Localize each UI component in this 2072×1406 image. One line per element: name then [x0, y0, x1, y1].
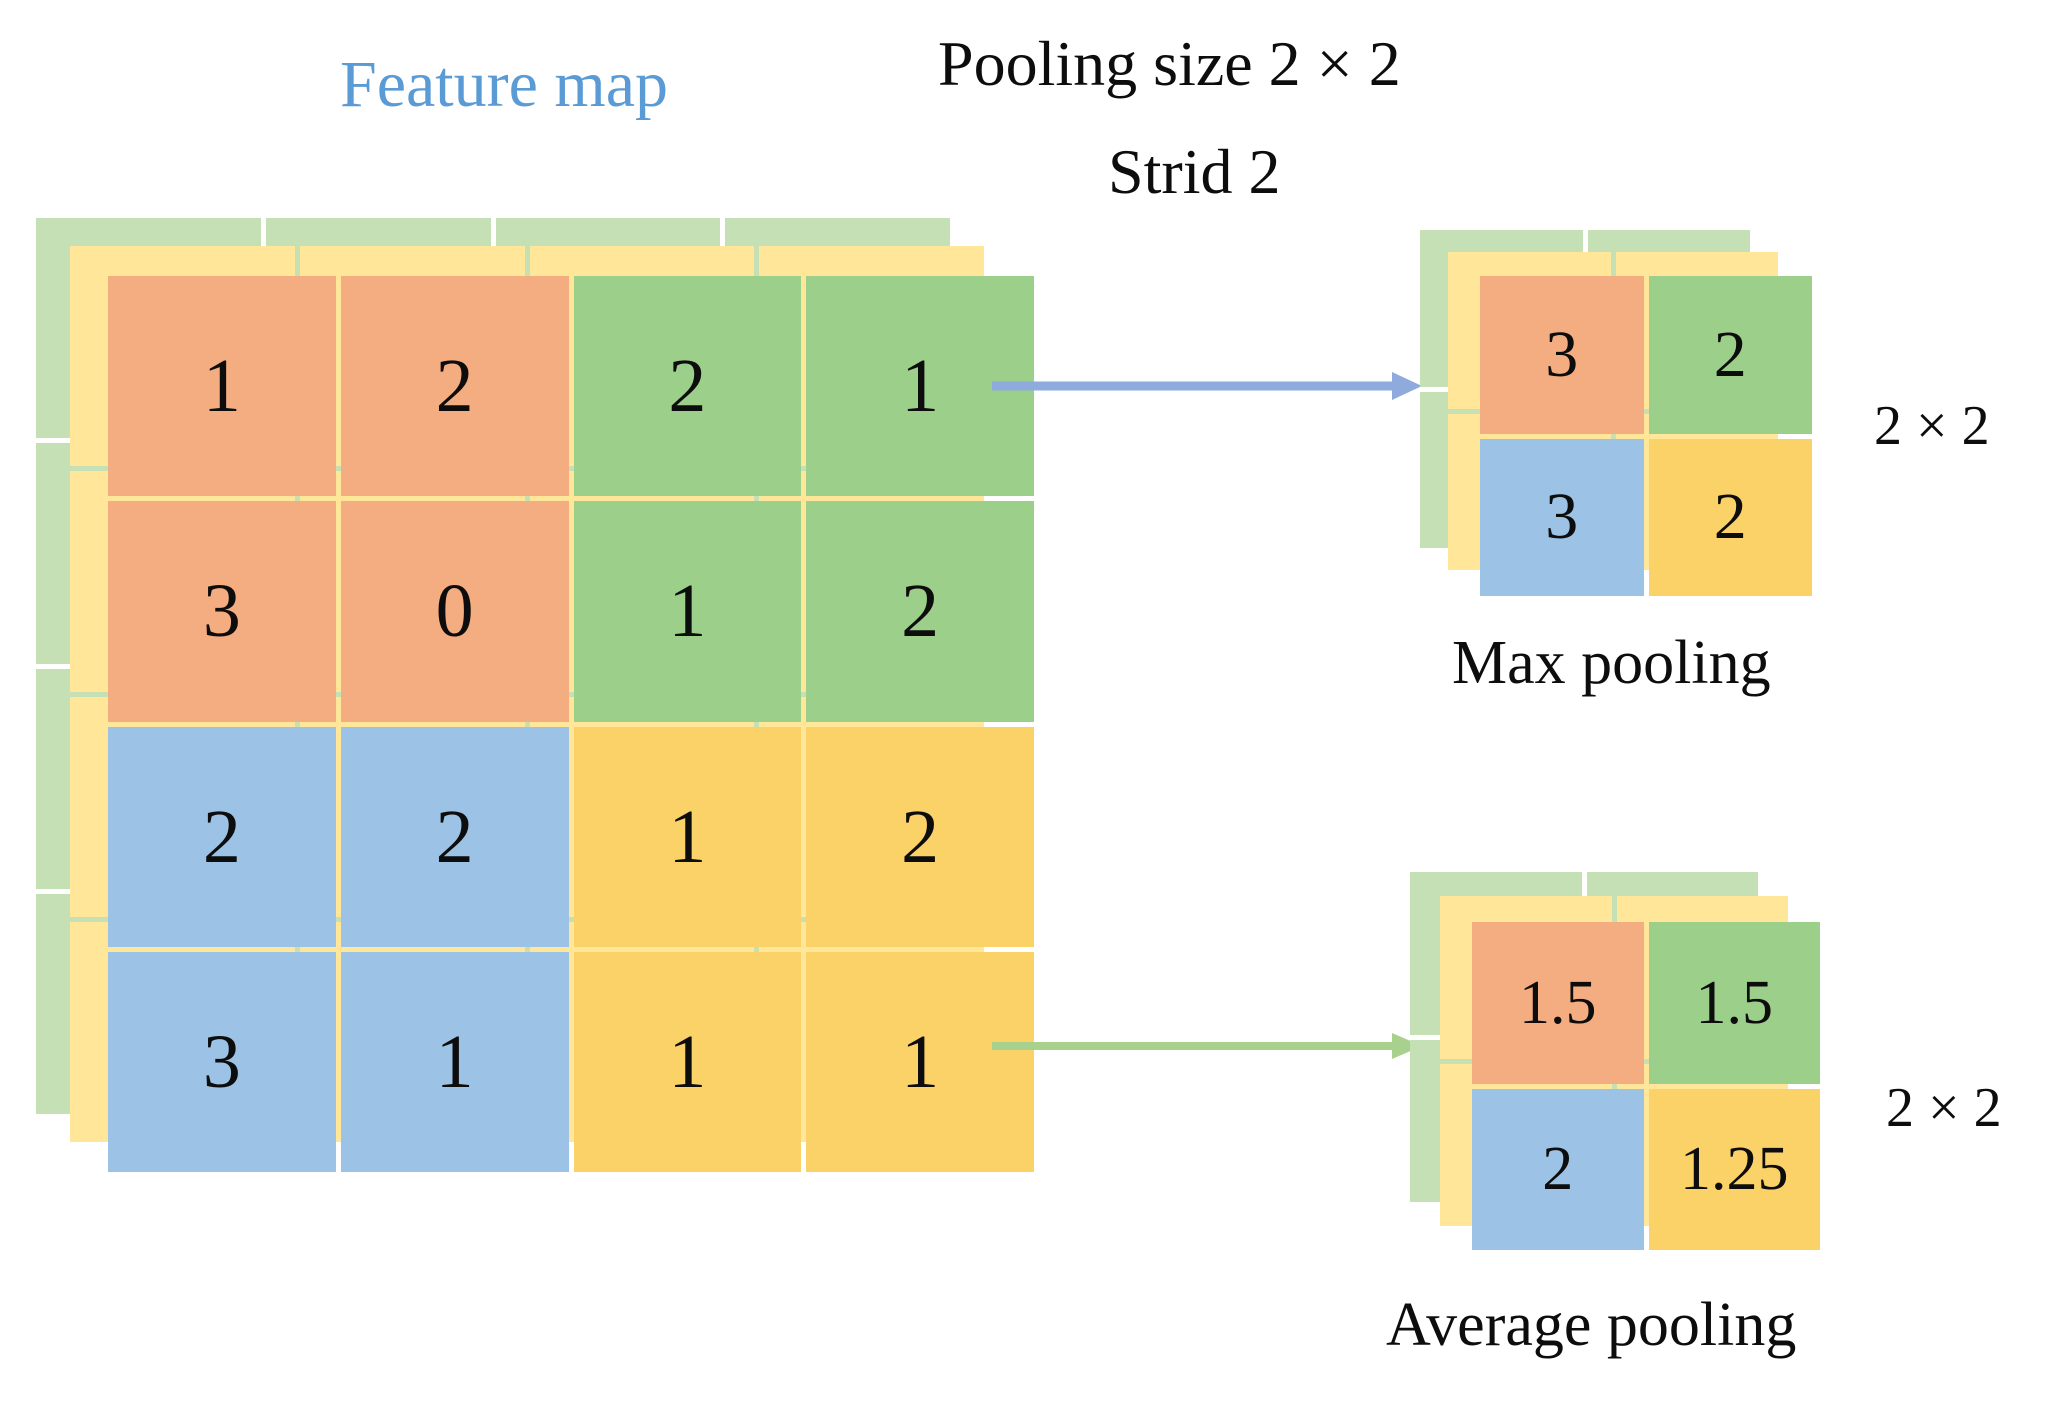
max-pooling-output-dim-label: 2 × 2 [1874, 395, 1990, 457]
feature-map-cell-0: 1 [108, 276, 336, 497]
feature-map-cell-3: 1 [806, 276, 1034, 497]
pooling-size-label: Pooling size 2 × 2 [938, 28, 1401, 99]
max-pooling-cell-1: 2 [1648, 276, 1812, 434]
average-pooling-label: Average pooling [1386, 1291, 1797, 1359]
max-pooling-label: Max pooling [1452, 629, 1771, 697]
feature-map-cell-11: 2 [806, 726, 1034, 947]
feature-map-cell-7: 2 [806, 501, 1034, 722]
feature-map-cell-10: 1 [573, 726, 802, 947]
average-pooling-cell-1: 1.5 [1648, 922, 1820, 1084]
average-pooling-cell-0: 1.5 [1472, 922, 1644, 1084]
feature-map-title: Feature map [340, 48, 669, 121]
feature-map-cell-15: 1 [806, 951, 1034, 1172]
max-pooling-arrow [992, 372, 1422, 400]
feature-map-cell-9: 2 [340, 726, 569, 947]
feature-map-cell-1: 2 [340, 276, 569, 497]
feature-map-cell-4: 3 [108, 501, 336, 722]
stride-label: Strid 2 [1108, 136, 1281, 207]
feature-map-cell-14: 1 [573, 951, 802, 1172]
average-pooling-output-dim-label: 2 × 2 [1886, 1077, 2002, 1139]
feature-map-cell-2: 2 [573, 276, 802, 497]
max-pooling-cell-0: 3 [1480, 276, 1644, 434]
feature-map-cell-12: 3 [108, 951, 336, 1172]
feature-map-cell-13: 1 [340, 951, 569, 1172]
average-pooling-arrow [992, 1033, 1422, 1059]
average-pooling-cell-3: 1.25 [1648, 1088, 1820, 1250]
feature-map-cell-8: 2 [108, 726, 336, 947]
feature-map-cell-5: 0 [340, 501, 569, 722]
feature-map-cell-6: 1 [573, 501, 802, 722]
max-pooling-cell-2: 3 [1480, 438, 1644, 596]
average-pooling-cell-2: 2 [1472, 1088, 1644, 1250]
max-pooling-cell-3: 2 [1648, 438, 1812, 596]
